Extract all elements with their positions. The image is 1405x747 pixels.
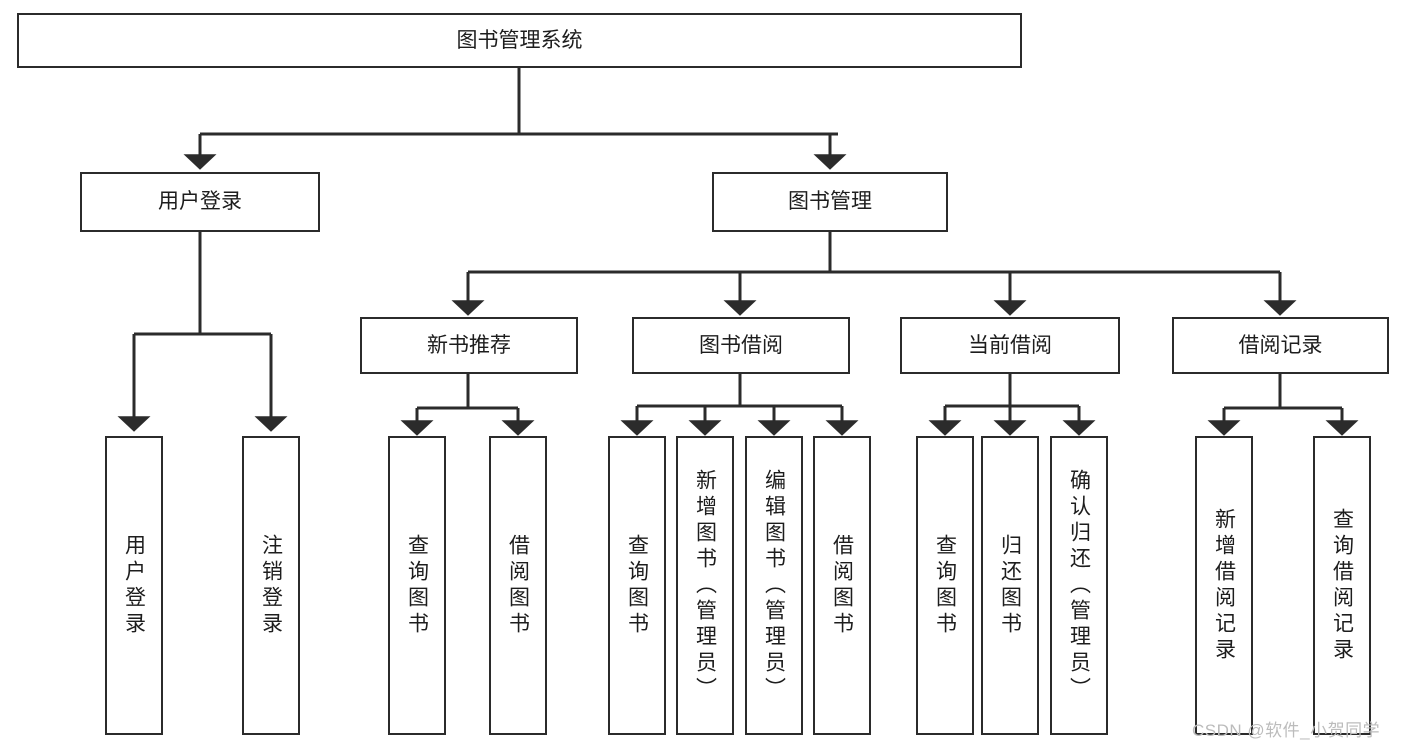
node-leaf-confirm-return-admin[interactable]: 确认归还（管理员） — [1050, 436, 1108, 735]
node-borrow-record-label: 借阅记录 — [1238, 333, 1323, 357]
node-user-login-label: 用户登录 — [158, 190, 242, 214]
node-leaf-query-book-2[interactable]: 查询图书 — [608, 436, 666, 735]
node-new-book-recommend[interactable]: 新书推荐 — [360, 317, 578, 374]
node-leaf-query-book-1[interactable]: 查询图书 — [388, 436, 446, 735]
node-leaf-borrow-book-2[interactable]: 借阅图书 — [813, 436, 871, 735]
node-leaf-return-book-label: 归还图书 — [998, 533, 1022, 638]
node-leaf-borrow-book-1[interactable]: 借阅图书 — [489, 436, 547, 735]
node-book-borrow-label: 图书借阅 — [699, 333, 783, 357]
node-leaf-borrow-book-2-label: 借阅图书 — [830, 533, 854, 638]
node-leaf-query-book-3-label: 查询图书 — [933, 533, 957, 638]
node-leaf-query-book-3[interactable]: 查询图书 — [916, 436, 974, 735]
node-leaf-query-book-1-label: 查询图书 — [405, 533, 429, 638]
node-leaf-return-book[interactable]: 归还图书 — [981, 436, 1039, 735]
node-book-management[interactable]: 图书管理 — [712, 172, 948, 232]
node-book-borrow[interactable]: 图书借阅 — [632, 317, 850, 374]
node-current-borrow[interactable]: 当前借阅 — [900, 317, 1120, 374]
node-user-login[interactable]: 用户登录 — [80, 172, 320, 232]
node-leaf-user-login[interactable]: 用户登录 — [105, 436, 163, 735]
node-leaf-query-book-2-label: 查询图书 — [625, 533, 649, 638]
node-leaf-add-borrow-record-label: 新增借阅记录 — [1212, 507, 1236, 664]
node-leaf-query-borrow-record[interactable]: 查询借阅记录 — [1313, 436, 1371, 735]
node-leaf-borrow-book-1-label: 借阅图书 — [506, 533, 530, 638]
node-leaf-add-borrow-record[interactable]: 新增借阅记录 — [1195, 436, 1253, 735]
node-root-label: 图书管理系统 — [456, 28, 583, 52]
node-new-book-recommend-label: 新书推荐 — [427, 333, 511, 357]
node-book-management-label: 图书管理 — [788, 190, 872, 214]
node-root[interactable]: 图书管理系统 — [17, 13, 1022, 68]
node-leaf-logout-login-label: 注销登录 — [259, 533, 283, 638]
node-leaf-user-login-label: 用户登录 — [122, 533, 146, 638]
node-leaf-confirm-return-admin-label: 确认归还（管理员） — [1067, 468, 1091, 703]
node-leaf-add-book-admin[interactable]: 新增图书（管理员） — [676, 436, 734, 735]
node-borrow-record[interactable]: 借阅记录 — [1172, 317, 1389, 374]
node-leaf-query-borrow-record-label: 查询借阅记录 — [1330, 507, 1354, 664]
node-leaf-add-book-admin-label: 新增图书（管理员） — [693, 468, 717, 703]
node-leaf-edit-book-admin[interactable]: 编辑图书（管理员） — [745, 436, 803, 735]
node-leaf-edit-book-admin-label: 编辑图书（管理员） — [762, 468, 786, 703]
node-current-borrow-label: 当前借阅 — [968, 333, 1052, 357]
node-leaf-logout-login[interactable]: 注销登录 — [242, 436, 300, 735]
